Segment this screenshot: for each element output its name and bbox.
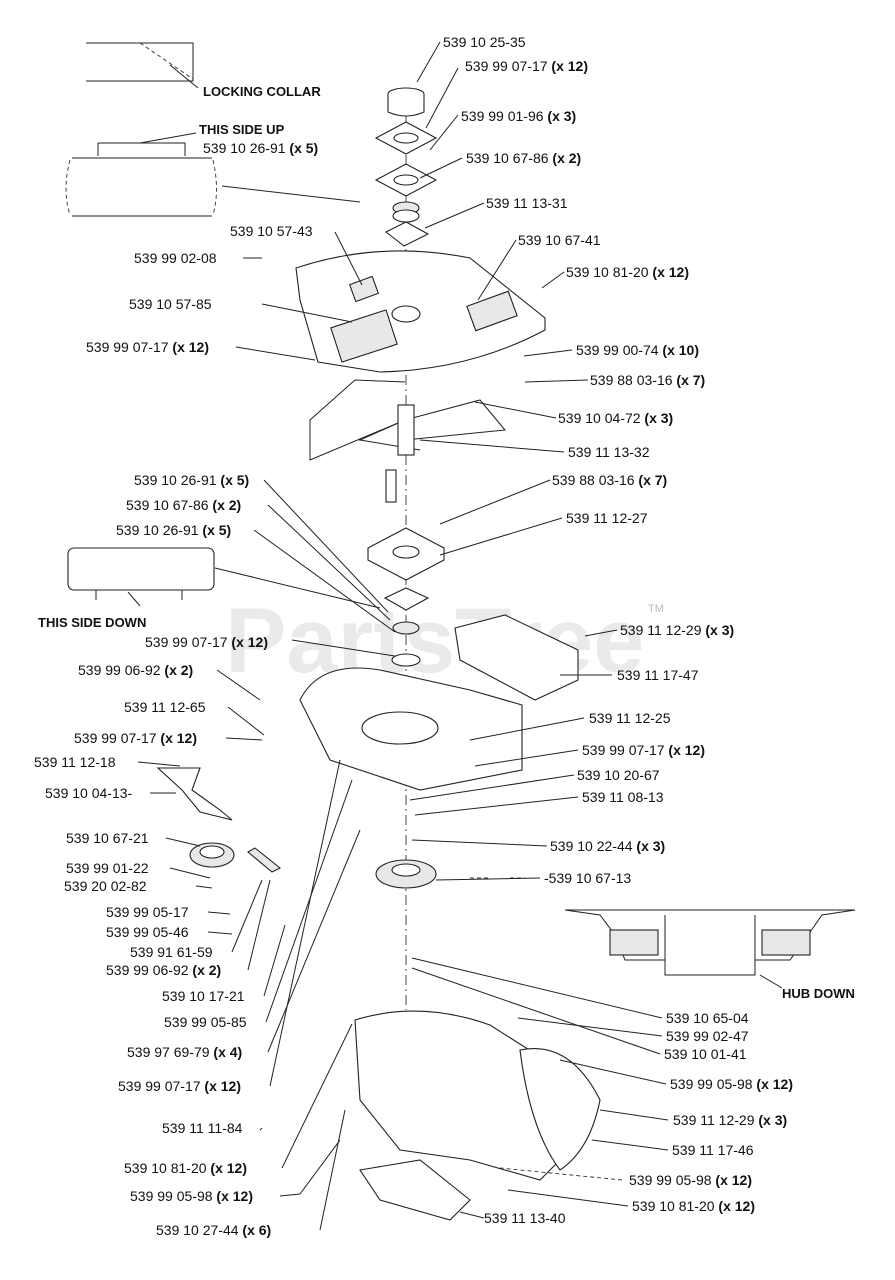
callout-11: 539 99 07-17 (x 12) xyxy=(86,339,209,355)
callout-34: 539 10 22-44 (x 3) xyxy=(550,838,665,854)
fan-housing-cover xyxy=(295,250,546,373)
callout-1: 539 99 07-17 (x 12) xyxy=(465,58,588,74)
callout-54: 539 99 05-98 (x 12) xyxy=(629,1172,752,1188)
mid-flange-part xyxy=(367,527,445,581)
callout-39: 539 99 05-46 xyxy=(106,924,189,940)
this-side-up-inset: THIS SIDE UP xyxy=(65,122,285,217)
callout-13: 539 88 03-16 (x 7) xyxy=(590,372,705,388)
idler-arm-part xyxy=(156,767,233,821)
callout-8: 539 99 02-08 xyxy=(134,250,217,266)
lower-bearing-stack xyxy=(383,587,430,667)
drive-pulley-part xyxy=(375,859,437,889)
callout-38: 539 99 05-17 xyxy=(106,904,189,920)
locking-collar-caption: LOCKING COLLAR xyxy=(203,84,321,99)
bearing-part xyxy=(392,201,420,223)
callout-18: 539 10 67-86 (x 2) xyxy=(126,497,241,513)
callout-37: 539 20 02-82 xyxy=(64,878,147,894)
callout-20: 539 11 12-27 xyxy=(566,510,648,526)
callout-57: 539 11 13-40 xyxy=(484,1210,566,1226)
callout-6: 539 10 57-43 xyxy=(230,223,313,239)
callout-12: 539 99 00-74 (x 10) xyxy=(576,342,699,358)
callout-44: 539 99 05-85 xyxy=(164,1014,247,1030)
callout-7: 539 10 67-41 xyxy=(518,232,601,248)
callout-43: 539 10 65-04 xyxy=(666,1010,749,1026)
callout-36: -539 10 67-13 xyxy=(544,870,631,886)
top-plate-part xyxy=(384,221,430,247)
callout-0: 539 10 25-35 xyxy=(443,34,526,50)
callout-32: 539 11 08-13 xyxy=(582,789,664,805)
callout-40: 539 91 61-59 xyxy=(130,944,213,960)
callout-42: 539 10 17-21 xyxy=(162,988,245,1004)
callout-50: 539 11 12-29 (x 3) xyxy=(673,1112,787,1128)
main-housing-plate xyxy=(299,667,523,791)
pulley-hub-down-inset: HUB DOWN xyxy=(564,909,856,1001)
callout-2: 539 99 01-96 (x 3) xyxy=(461,108,576,124)
bearing-flange-upper xyxy=(374,121,438,155)
callout-27: 539 99 07-17 (x 12) xyxy=(74,730,197,746)
callout-labels: 539 10 25-35 539 99 07-17 (x 12) 539 99 … xyxy=(34,34,793,1238)
callout-51: 539 11 11-84 xyxy=(162,1120,243,1136)
callout-30: 539 10 20-67 xyxy=(577,767,660,783)
bracket-part xyxy=(454,614,579,701)
callout-15: 539 11 13-32 xyxy=(568,444,650,460)
callout-26: 539 11 12-25 xyxy=(589,710,671,726)
callout-58: 539 10 27-44 (x 6) xyxy=(156,1222,271,1238)
callout-5: 539 11 13-31 xyxy=(486,195,568,211)
callout-21: 539 99 07-17 (x 12) xyxy=(145,634,268,650)
watermark-trademark: TM xyxy=(648,603,664,615)
callout-17: 539 88 03-16 (x 7) xyxy=(552,472,667,488)
hub-down-caption: HUB DOWN xyxy=(782,986,855,1001)
this-side-down-inset: THIS SIDE DOWN xyxy=(38,547,215,630)
callout-14: 539 10 04-72 (x 3) xyxy=(558,410,673,426)
callout-29: 539 11 12-18 xyxy=(34,754,116,770)
leader-lines xyxy=(137,41,669,1231)
callout-53: 539 10 81-20 (x 12) xyxy=(124,1160,247,1176)
bearing-flange-lower xyxy=(374,163,438,197)
callout-47: 539 97 69-79 (x 4) xyxy=(127,1044,242,1060)
callout-33: 539 10 67-21 xyxy=(66,830,149,846)
callout-23: 539 99 06-92 (x 2) xyxy=(78,662,193,678)
top-cap-part xyxy=(387,87,425,117)
watermark: PartsTree xyxy=(225,590,644,692)
callout-4: 539 10 67-86 (x 2) xyxy=(466,150,581,166)
callout-48: 539 99 05-98 (x 12) xyxy=(670,1076,793,1092)
this-side-up-caption: THIS SIDE UP xyxy=(199,122,285,137)
callout-41: 539 99 06-92 (x 2) xyxy=(106,962,221,978)
callout-10: 539 10 57-85 xyxy=(129,296,212,312)
lower-housing-part xyxy=(354,1010,601,1221)
callout-52: 539 11 17-46 xyxy=(672,1142,754,1158)
callout-16: 539 10 26-91 (x 5) xyxy=(134,472,249,488)
callout-46: 539 10 01-41 xyxy=(664,1046,747,1062)
callout-35: 539 99 01-22 xyxy=(66,860,149,876)
callout-56: 539 10 81-20 (x 12) xyxy=(632,1198,755,1214)
callout-31: 539 10 04-13- xyxy=(45,785,133,801)
callout-28: 539 99 07-17 (x 12) xyxy=(582,742,705,758)
fan-impeller xyxy=(309,379,506,503)
callout-9: 539 10 81-20 (x 12) xyxy=(566,264,689,280)
callout-22: 539 11 12-29 (x 3) xyxy=(620,622,734,638)
locking-collar-inset: LOCKING COLLAR xyxy=(86,42,321,99)
idler-pulley-part xyxy=(189,842,235,868)
this-side-down-caption: THIS SIDE DOWN xyxy=(38,615,146,630)
callout-24: 539 11 17-47 xyxy=(617,667,699,683)
callout-3: 539 10 26-91 (x 5) xyxy=(203,140,318,156)
callout-49: 539 99 07-17 (x 12) xyxy=(118,1078,241,1094)
callout-25: 539 11 12-65 xyxy=(124,699,206,715)
callout-19: 539 10 26-91 (x 5) xyxy=(116,522,231,538)
callout-55: 539 99 05-98 (x 12) xyxy=(130,1188,253,1204)
callout-45: 539 99 02-47 xyxy=(666,1028,749,1044)
belt-part xyxy=(247,847,282,873)
